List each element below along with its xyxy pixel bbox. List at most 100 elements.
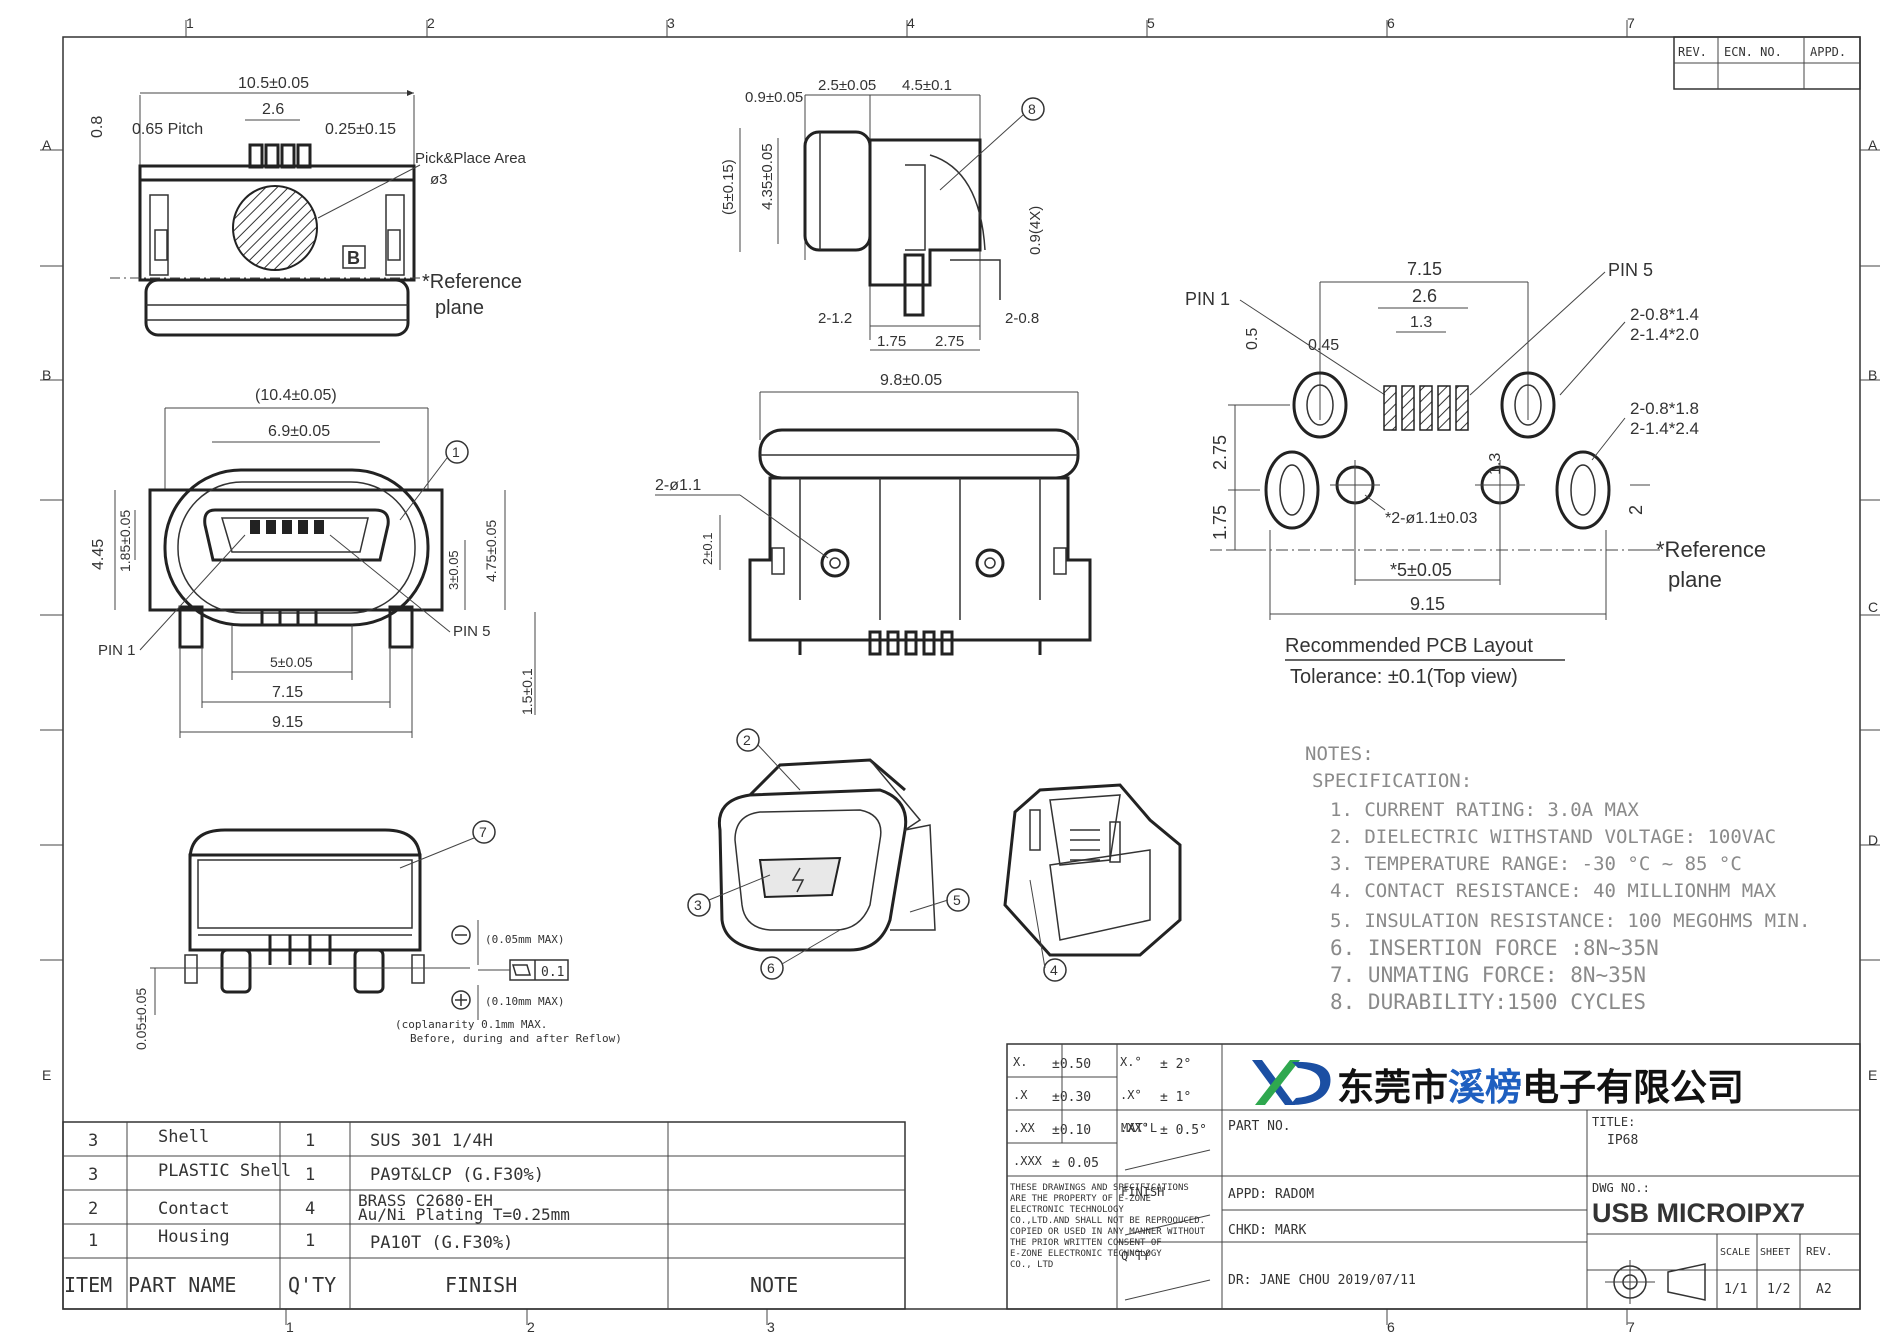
col-mark-3-bottom: 3 <box>767 1319 775 1335</box>
pick-place-label: Pick&Place Area <box>415 150 527 167</box>
front-dim-4-75: 4.75±0.05 <box>483 520 499 582</box>
disclaimer-line2: ARE THE PROPERTY OF E-ZONE <box>1010 1194 1151 1204</box>
dim-0-8: 0.8 <box>89 116 106 138</box>
tol-r3-c: .XX° <box>1120 1121 1149 1135</box>
tol-r2-d: ± 1° <box>1160 1090 1191 1105</box>
disclaimer-line3: ELECTRONIC TECHNOLOGY <box>1010 1205 1124 1215</box>
bom-header-part-name: PART NAME <box>128 1273 236 1297</box>
side-dim-2-0-8: 2-0.8 <box>1005 310 1039 327</box>
scale-label: SCALE <box>1720 1247 1750 1258</box>
bom-row3-item: 2 <box>88 1199 98 1219</box>
pin1-label: PIN 1 <box>98 642 136 659</box>
pcb-slot2b: 2-1.4*2.4 <box>1630 419 1699 438</box>
col-mark-1: 1 <box>186 15 194 31</box>
pcb-dim-9-15: 9.15 <box>1410 594 1445 614</box>
coplanarity-view: 7 (0.05mm MAX) 0.1 (0.10mm MAX) (coplana… <box>133 820 622 1050</box>
iso-balloon-6: 6 <box>767 960 775 976</box>
rear-dim-9-8: 9.8±0.05 <box>880 372 942 389</box>
pcb-dim-0-45: 0.45 <box>1308 337 1339 354</box>
pitch-label: 0.65 Pitch <box>132 121 203 138</box>
front-dim-3: 3±0.05 <box>446 550 461 590</box>
pcb-ref-1: *Reference <box>1656 537 1766 562</box>
bom-table: 3 Shell 1 SUS 301 1/4H 3 PLASTIC Shell 1… <box>62 1121 906 1310</box>
col-mark-6: 6 <box>1387 15 1395 31</box>
drawing-frame: 1 2 3 4 5 6 7 1 2 3 6 7 A B E A B C D E <box>40 15 1880 1335</box>
row-mark-a-right: A <box>1868 137 1878 153</box>
pcb-tolerance: Tolerance: ±0.1(Top view) <box>1290 666 1518 688</box>
bom-row3-qty: 4 <box>305 1199 315 1219</box>
ref-plane-line2: plane <box>435 297 484 319</box>
pcb-hole-label: *2-ø1.1±0.03 <box>1385 510 1477 527</box>
row-mark-c-right: C <box>1868 599 1878 615</box>
side-view: 0.9±0.05 2.5±0.05 4.5±0.1 (5±0.15) 4.35±… <box>720 77 1045 351</box>
notes-spec: SPECIFICATION: <box>1312 770 1472 792</box>
front-dim-inner: 6.9±0.05 <box>268 423 330 440</box>
row-mark-a: A <box>42 137 52 153</box>
note-1: 1. CURRENT RATING: 3.0A MAX <box>1330 799 1639 821</box>
side-dim-2-5: 2.5±0.05 <box>818 77 876 94</box>
bom-row3-finish2: Au/Ni Plating T=0.25mm <box>358 1205 570 1224</box>
sheet-label: SHEET <box>1760 1247 1790 1258</box>
tol-r1-a: X. <box>1013 1055 1027 1069</box>
bom-row4-qty: 1 <box>305 1231 315 1251</box>
row-mark-e: E <box>42 1067 51 1083</box>
tol-r4-b: ± 0.05 <box>1052 1156 1099 1171</box>
balloon-8: 8 <box>1028 101 1036 117</box>
side-dim-0-9-4x: 0.9(4X) <box>1027 206 1044 255</box>
tol-r1-c: X.° <box>1120 1055 1142 1069</box>
coplanar-note2: Before, during and after Reflow) <box>410 1032 622 1045</box>
appd-value: APPD: RADOM <box>1228 1187 1314 1202</box>
pcb-dim-0-5: 0.5 <box>1244 328 1261 350</box>
pcb-dim-1-3-top: 1.3 <box>1410 314 1432 331</box>
front-dim-4-45: 4.45 <box>90 539 107 570</box>
chkd-value: CHKD: MARK <box>1228 1223 1306 1238</box>
disclaimer-line4: CO.,LTD.AND SHALL NOT BE REPROOUCED. <box>1010 1216 1205 1226</box>
ref-plane-line1: *Reference <box>422 271 522 293</box>
disclaimer-line7: E-ZONE ELECTRONIC TECHNOLOGY <box>1010 1249 1162 1259</box>
front-dim-9-15: 9.15 <box>272 714 303 731</box>
pcb-pin5: PIN 5 <box>1608 260 1653 280</box>
front-dim-5: 5±0.05 <box>270 654 313 670</box>
pcb-dim-1-3-side: 1.3 <box>1487 453 1504 475</box>
bom-row1-finish: SUS 301 1/4H <box>370 1131 493 1151</box>
dr-value: DR: JANE CHOU 2019/07/11 <box>1228 1273 1416 1288</box>
rev-value: A2 <box>1816 1282 1832 1297</box>
coplanar-max2: (0.10mm MAX) <box>485 995 564 1008</box>
bom-row4-finish: PA10T (G.F30%) <box>370 1233 513 1253</box>
notes-block: NOTES: SPECIFICATION: 1. CURRENT RATING:… <box>1305 743 1810 1014</box>
coplanar-note1: (coplanarity 0.1mm MAX. <box>395 1018 547 1031</box>
rear-view: 9.8±0.05 2-ø1.1 2±0.1 <box>655 372 1092 656</box>
pcb-title: Recommended PCB Layout <box>1285 635 1533 657</box>
company-name-part3: 电子有限公司 <box>1522 1066 1744 1109</box>
row-mark-b-right: B <box>1868 367 1877 383</box>
balloon-1: 1 <box>452 444 460 460</box>
note-6: 6. INSERTION FORCE :8N~35N <box>1330 936 1659 960</box>
tol-r3-d: ± 0.5° <box>1160 1123 1207 1138</box>
pcb-slot2a: 2-0.8*1.8 <box>1630 399 1699 418</box>
tol-r3-b: ±0.10 <box>1052 1123 1091 1138</box>
iso-balloon-5: 5 <box>953 892 961 908</box>
tol-r2-c: .X° <box>1120 1088 1142 1102</box>
pcb-layout: 7.15 2.6 1.3 0.45 0.5 PIN 1 PIN 5 2-0.8*… <box>1185 259 1766 688</box>
bom-header-item: ITEM <box>64 1273 112 1297</box>
note-3: 3. TEMPERATURE RANGE: -30 °C ~ 85 °C <box>1330 853 1742 875</box>
rev-header: REV. <box>1678 45 1707 59</box>
bom-row1-qty: 1 <box>305 1131 315 1151</box>
coplanar-dim: 0.05±0.05 <box>133 988 149 1050</box>
col-mark-6-bottom: 6 <box>1387 1319 1395 1335</box>
tol-r2-b: ±0.30 <box>1052 1090 1091 1105</box>
pin5-label: PIN 5 <box>453 623 491 640</box>
part-no-label: PART NO. <box>1228 1119 1291 1134</box>
row-mark-b: B <box>42 367 51 383</box>
scale-value: 1/1 <box>1724 1282 1747 1297</box>
col-mark-1-bottom: 1 <box>286 1319 294 1335</box>
front-view: (10.4±0.05) 6.9±0.05 4.45 1.85±0.05 3±0.… <box>90 387 536 738</box>
iso-balloon-4: 4 <box>1050 962 1058 978</box>
pcb-dim-2-6: 2.6 <box>1412 286 1437 306</box>
col-mark-3: 3 <box>667 15 675 31</box>
front-dim-1-85: 1.85±0.05 <box>117 510 133 572</box>
rev-label: REV. <box>1806 1245 1833 1258</box>
col-mark-5: 5 <box>1147 15 1155 31</box>
dim-2-6: 2.6 <box>262 101 284 118</box>
ecn-header: ECN. NO. <box>1724 45 1782 59</box>
